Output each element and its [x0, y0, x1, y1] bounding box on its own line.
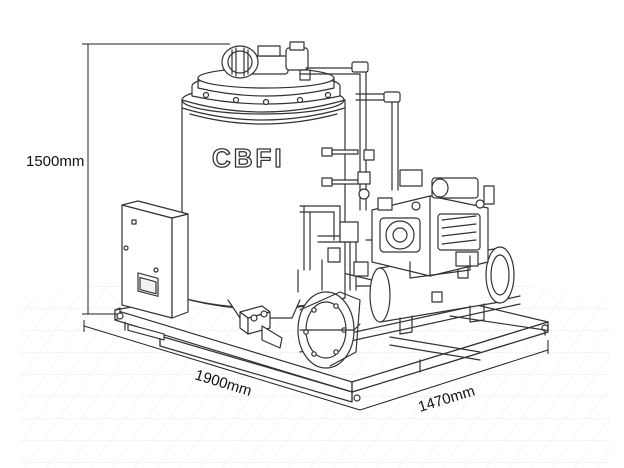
width-dimension-line [359, 349, 549, 411]
height-dimension-label: 1500mm [26, 153, 84, 170]
base-frame [114, 269, 549, 403]
water-pump [297, 291, 361, 369]
brand-logo: CBFI [212, 143, 285, 173]
terminal-block [239, 305, 283, 349]
gear-motor [221, 41, 311, 81]
compressor [371, 169, 495, 279]
refrigerant-lines [297, 239, 373, 293]
electric-control-box [121, 200, 189, 341]
pipework [299, 61, 401, 291]
length-dimension-line [83, 325, 361, 411]
dimension-lines [82, 43, 549, 411]
evaporator-drum [181, 67, 346, 319]
